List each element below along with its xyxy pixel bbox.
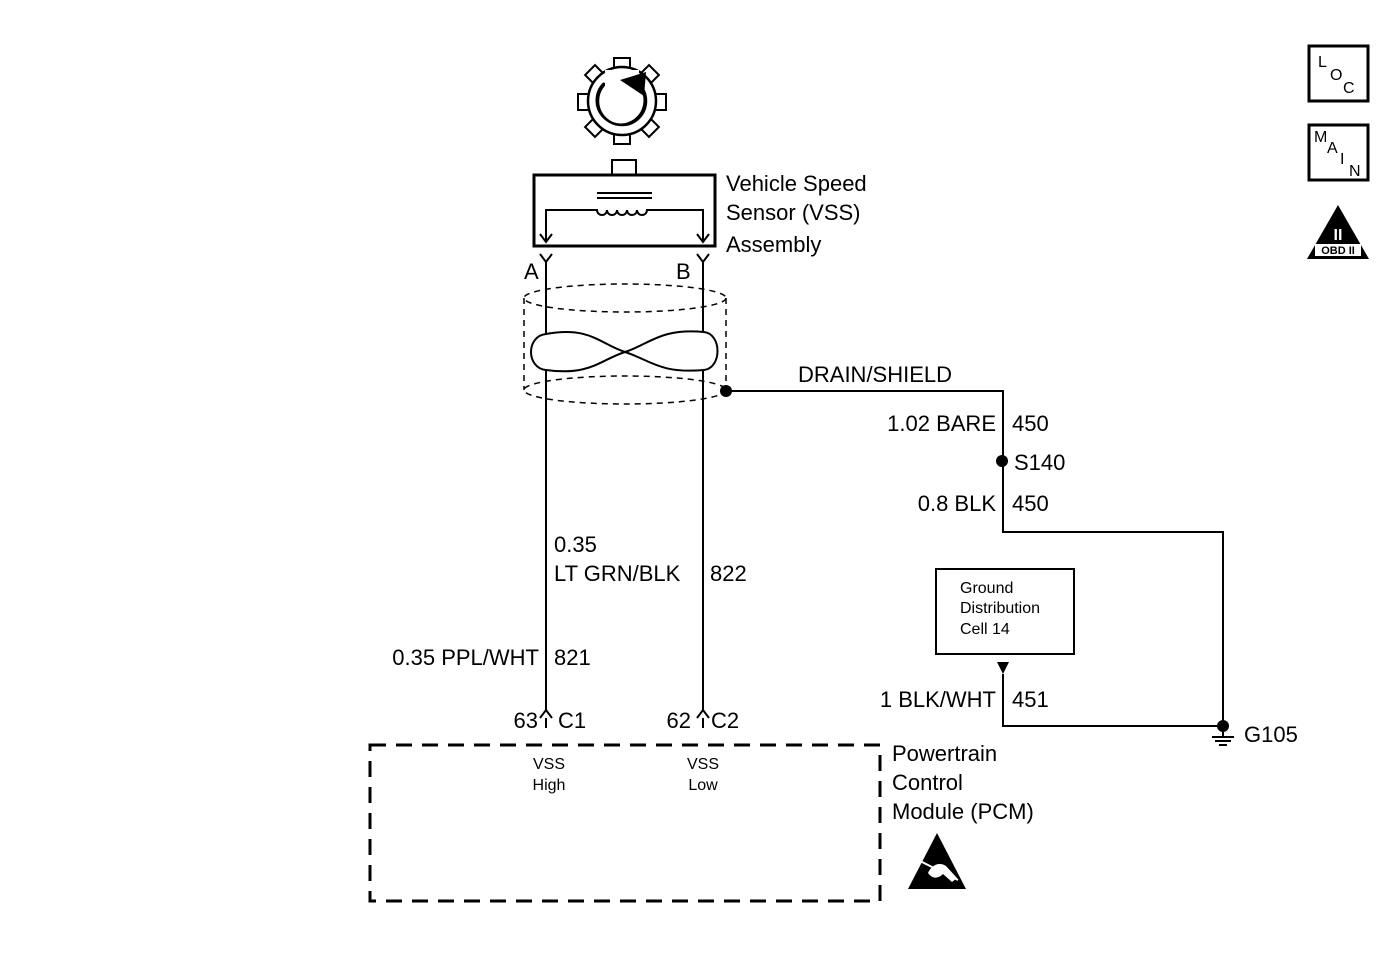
ground-box-line2: Distribution: [960, 600, 1040, 617]
wire-822-gauge: 0.35: [554, 532, 597, 557]
wire-450-blk-label: 0.8 BLK: [918, 491, 997, 516]
main-letter-i: I: [1340, 151, 1344, 168]
pcm-conn-c2: C2: [711, 708, 739, 733]
main-letter-a: A: [1327, 140, 1338, 157]
main-letter-n: N: [1349, 163, 1361, 180]
sensor-label-line2: Sensor (VSS): [726, 200, 861, 225]
loc-letter-o: O: [1330, 67, 1342, 84]
pcm-vss-high-line1: VSS: [533, 756, 565, 773]
sensor-label-line3: Assembly: [726, 232, 821, 257]
splice-s140-label: S140: [1014, 450, 1065, 475]
wire-822-circuit: 822: [710, 561, 747, 586]
main-letter-m: M: [1314, 129, 1327, 146]
main-nav-button[interactable]: M A I N: [1307, 123, 1370, 182]
pcm-pin-62: 62: [667, 708, 691, 733]
twisted-pair-icon: [530, 330, 719, 373]
pcm-c2-connector: [696, 708, 710, 719]
obd-numeral: II: [1334, 227, 1343, 244]
obd-ii-nav-button[interactable]: II OBD II: [1307, 205, 1369, 259]
wire-822-color: LT GRN/BLK: [554, 561, 681, 586]
wire-451-label: 1 BLK/WHT: [880, 687, 996, 712]
reluctor-wheel-icon: [577, 57, 667, 145]
ground-g105-label: G105: [1244, 722, 1298, 747]
pcm-label-line3: Module (PCM): [892, 799, 1034, 824]
pcm-label-line1: Powertrain: [892, 741, 997, 766]
pin-a-connector: [539, 253, 553, 264]
ground-g105-icon: [1212, 720, 1234, 746]
pcm-vss-low-line1: VSS: [687, 756, 719, 773]
wire-drain-shield: [726, 390, 1224, 726]
pcm-vss-high-line2: High: [533, 777, 566, 794]
loc-nav-button[interactable]: L O C: [1307, 44, 1370, 103]
wire-451-blk-wht: [1002, 674, 1223, 727]
sensor-label-line1: Vehicle Speed: [726, 171, 867, 196]
ground-arrow-icon: [997, 662, 1009, 674]
ground-box-line3: Cell 14: [960, 621, 1010, 638]
pcm-conn-c1: C1: [558, 708, 586, 733]
splice-s140: [996, 455, 1008, 467]
wire-450-bare-circuit: 450: [1012, 411, 1049, 436]
ground-distribution-box: [935, 568, 1075, 655]
ground-box-line1: Ground: [960, 580, 1013, 597]
pcm-pin-63: 63: [514, 708, 538, 733]
obd-label: OBD II: [1321, 245, 1355, 257]
pcm-box: [368, 743, 882, 903]
pin-b-connector: [696, 253, 710, 264]
wire-821-circuit: 821: [554, 645, 591, 670]
drain-shield-label: DRAIN/SHIELD: [798, 362, 952, 387]
esd-warning-icon: [908, 833, 966, 889]
pin-b-label: B: [676, 259, 691, 284]
wire-821-label: 0.35 PPL/WHT: [392, 645, 539, 670]
wire-450-bare-label: 1.02 BARE: [887, 411, 996, 436]
vss-sensor-assembly: [532, 159, 717, 248]
pin-a-label: A: [524, 259, 539, 284]
wire-450-blk-circuit: 450: [1012, 491, 1049, 516]
wire-451-circuit: 451: [1012, 687, 1049, 712]
loc-letter-c: C: [1343, 80, 1355, 97]
pcm-vss-low-line2: Low: [688, 777, 718, 794]
pcm-c1-connector: [539, 708, 553, 719]
pcm-label-line2: Control: [892, 770, 963, 795]
loc-letter-l: L: [1318, 54, 1327, 71]
